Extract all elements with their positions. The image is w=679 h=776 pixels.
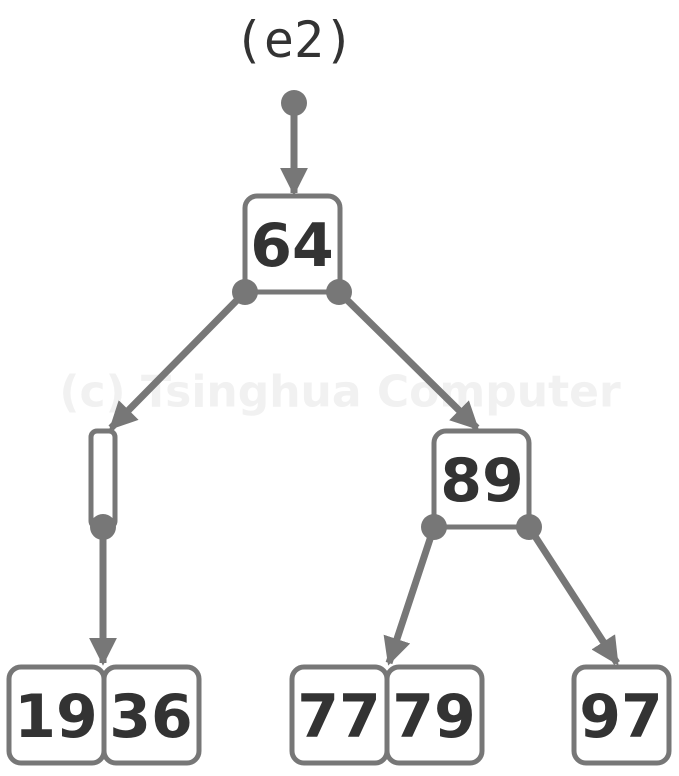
edge-right-leaf2 xyxy=(383,525,438,666)
node-key: 97 xyxy=(579,682,663,752)
tree-node-empty xyxy=(88,428,118,530)
root-entry-dot xyxy=(281,90,307,116)
pointer-dot xyxy=(421,514,447,540)
pointer-dot xyxy=(232,279,258,305)
diagram-caption: (e2) xyxy=(234,11,354,69)
pointer-dot xyxy=(90,514,116,540)
tree-node-root: 64 xyxy=(242,193,343,295)
tree-leaf-3: 97 xyxy=(571,664,672,766)
tree-node-right: 89 xyxy=(431,428,532,530)
pointer-dots xyxy=(90,279,542,540)
pointer-dot xyxy=(326,279,352,305)
node-key: 77 xyxy=(297,682,381,752)
edge-right-leaf3 xyxy=(526,525,620,666)
edge-root-right xyxy=(336,289,480,431)
node-key: 19 xyxy=(14,682,98,752)
watermark-text: (c) Tsinghua Computer xyxy=(59,367,621,418)
node-key: 36 xyxy=(109,682,193,752)
node-key: 64 xyxy=(250,211,334,281)
tree-leaf-2: 77 79 xyxy=(289,664,485,766)
root-entry-edge xyxy=(280,90,308,196)
tree-leaf-1: 19 36 xyxy=(6,664,202,766)
pointer-dot xyxy=(516,514,542,540)
node-key: 89 xyxy=(440,446,524,516)
edge-root-left xyxy=(108,289,248,431)
node-key: 79 xyxy=(392,682,476,752)
